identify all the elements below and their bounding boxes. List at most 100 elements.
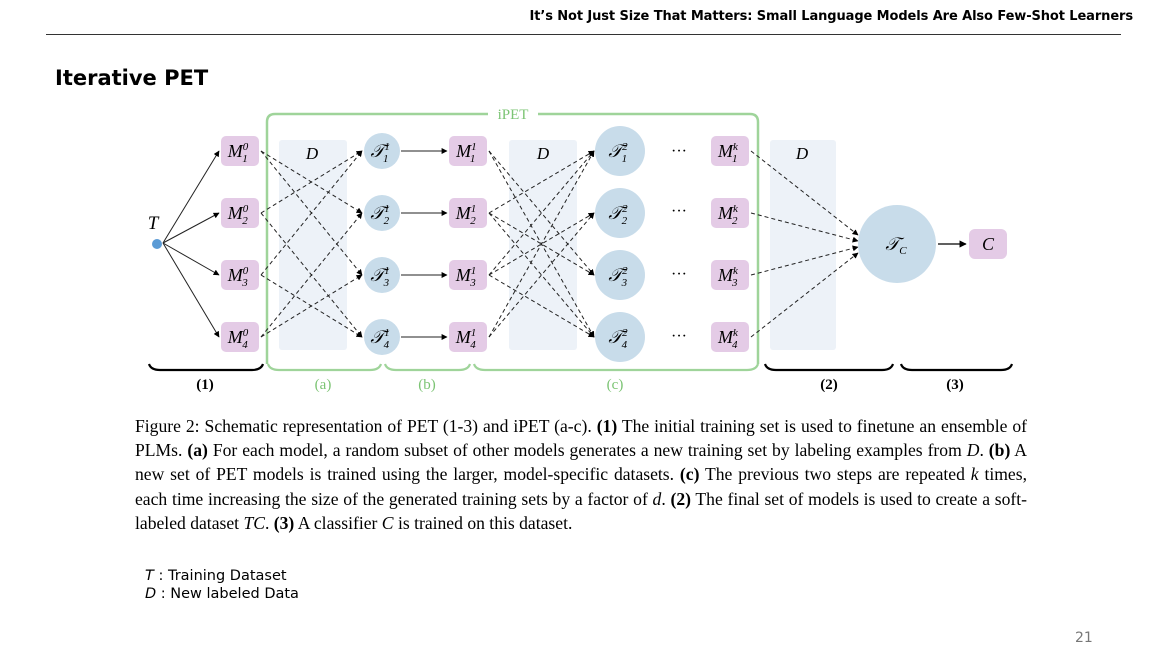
model-stagek-3-label-base: M <box>717 265 734 285</box>
caption-symbol-k: k <box>970 464 979 485</box>
model-stage1-2-label-base: M <box>455 203 472 223</box>
unlabeled-data-label-2: D <box>795 144 809 163</box>
set-stage2-4-label-superscript: 2 <box>622 327 628 339</box>
edge-m1-4-to-t2-2 <box>488 212 595 338</box>
header-divider <box>46 34 1121 35</box>
ipet-label: iPET <box>498 107 529 123</box>
dataset-panel-c <box>509 140 577 350</box>
edge-mk-3-to-tc <box>750 245 859 276</box>
edge-m1-2-to-t2-1 <box>488 150 595 214</box>
dataset-panel-2 <box>770 140 836 350</box>
edge-t-to-m0-4 <box>162 242 220 338</box>
caption-label-b: (b) <box>988 440 1011 461</box>
ipet-frame <box>265 112 760 364</box>
set-stage1-1-label-subscript: 1 <box>383 153 389 165</box>
section-label-c: (c) <box>607 377 624 393</box>
edge-mk-2-to-tc <box>750 212 859 243</box>
legend-text-t: : Training Dataset <box>158 568 287 584</box>
set-stage1-2-label-superscript: 1 <box>384 203 390 215</box>
set-stage2-2-label-subscript: 2 <box>622 215 628 227</box>
page-number: 21 <box>1075 630 1093 646</box>
set-stage1-2-label-subscript: 2 <box>384 215 390 227</box>
ellipsis-row-4: ··· <box>671 328 687 345</box>
model-stage1-2 <box>449 198 487 228</box>
model-stage0-1-label-subscript: 1 <box>242 153 248 165</box>
section-label-3: (3) <box>946 377 964 393</box>
model-stagek-4-label-base: M <box>717 327 734 347</box>
bracket-3 <box>899 363 1014 372</box>
set-stage1-1-label-superscript: 1 <box>384 141 389 153</box>
model-stage0-2-label-base: M <box>227 203 244 223</box>
edge-m0-2-to-t1-1 <box>260 150 363 214</box>
soft-labeled-set-node <box>858 205 936 283</box>
model-stagek-3-label-subscript: 3 <box>731 277 738 289</box>
set-stage2-3 <box>595 250 645 300</box>
bracket-1 <box>147 363 265 372</box>
unlabeled-data-label-a: D <box>305 144 319 163</box>
section-label-b: (b) <box>418 377 436 393</box>
caption-sentence-1: Schematic representation of PET (1-3) an… <box>204 416 592 436</box>
figure-caption: Figure 2: Schematic representation of PE… <box>135 416 1028 533</box>
set-stage2-4-label-subscript: 4 <box>622 339 628 351</box>
model-stage0-2 <box>221 198 259 228</box>
model-stagek-2-label-superscript: k <box>733 203 739 215</box>
caption-sentence-8: A classifier <box>297 512 378 533</box>
model-stage1-1-label-superscript: 1 <box>471 141 476 153</box>
caption-symbol-tc: TC <box>243 512 265 533</box>
edge-m1-3-to-t2-2 <box>488 212 595 276</box>
dataset-panel-a <box>279 140 347 350</box>
soft-labeled-set-subscript: C <box>899 245 907 257</box>
unlabeled-data-label-c: D <box>536 144 550 163</box>
model-stage0-1-label-superscript: 0 <box>243 141 249 153</box>
model-stage1-1-label-base: M <box>455 141 472 161</box>
ellipsis-row-3: ··· <box>671 266 687 283</box>
bracket-c <box>472 363 760 372</box>
model-stage0-4-label-subscript: 4 <box>242 339 248 351</box>
bracket-b <box>383 363 472 372</box>
model-stage0-4-label-superscript: 0 <box>243 327 249 339</box>
model-stagek-4-label-subscript: 4 <box>732 339 738 351</box>
edge-m1-2-to-t2-4 <box>488 212 595 338</box>
model-stage1-4-label-superscript: 1 <box>471 327 477 339</box>
section-label-1: (1) <box>196 377 214 393</box>
training-dataset-label: T <box>148 213 160 234</box>
training-dataset-node <box>152 239 162 249</box>
caption-sentence-5: The previous two steps are repeated <box>705 464 965 485</box>
bracket-2 <box>763 363 895 372</box>
legend-text-d: : New labeled Data <box>160 586 299 602</box>
edge-mk-1-to-tc <box>750 150 859 236</box>
edge-m1-4-to-t2-1 <box>488 150 595 338</box>
caption-figure-label: Figure 2: <box>135 416 200 436</box>
model-stage0-2-label-subscript: 2 <box>242 215 248 227</box>
edge-t-to-m0-3 <box>162 242 220 276</box>
model-stagek-2-label-subscript: 2 <box>732 215 738 227</box>
model-stage0-3-label-base: M <box>227 265 244 285</box>
model-stagek-2 <box>711 198 749 228</box>
edge-m0-4-to-t1-3 <box>260 274 363 338</box>
ellipsis-row-1: ··· <box>671 143 687 160</box>
set-stage1-2 <box>364 195 400 231</box>
model-stage0-3-label-subscript: 3 <box>241 277 248 289</box>
model-stage0-1 <box>221 136 259 166</box>
set-stage1-3-label-superscript: 1 <box>384 265 390 277</box>
set-stage2-3-label-superscript: 2 <box>622 265 628 277</box>
model-stage0-3-label-superscript: 0 <box>243 265 249 277</box>
model-stage1-4-label-subscript: 4 <box>470 339 476 351</box>
edge-t-to-m0-2 <box>162 212 220 244</box>
edge-t-to-m0-1 <box>162 150 220 244</box>
model-stagek-1-label-base: M <box>717 141 734 161</box>
set-stage1-3-label-subscript: 3 <box>383 277 390 289</box>
model-stagek-4 <box>711 322 749 352</box>
